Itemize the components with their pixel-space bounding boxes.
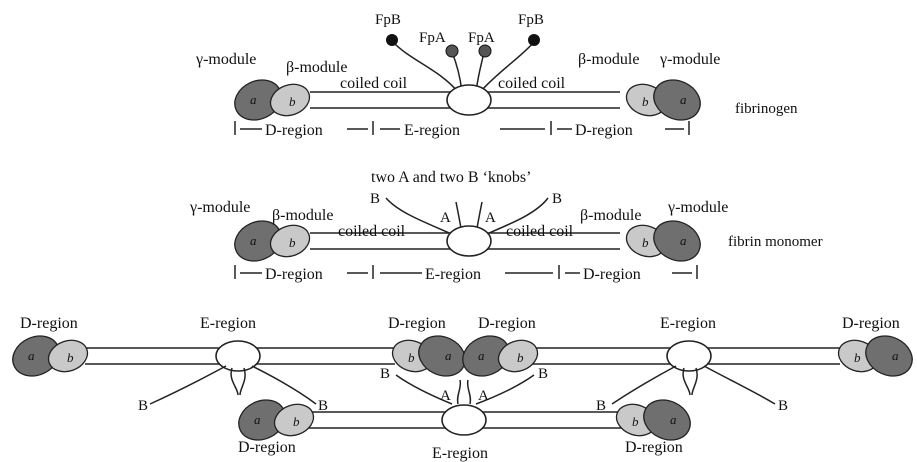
monomer-right-a: a — [680, 233, 687, 248]
fibrinogen-beta-left-label: β-module — [286, 59, 347, 76]
knob-a-right-label: A — [485, 210, 496, 226]
fibrinogen-left-b: b — [289, 94, 296, 109]
pf-d-bottom-right-label: D-region — [625, 439, 683, 456]
fibrin-monomer-molecule: a b b a two A and two B ‘knobs’ B A A B … — [189, 169, 823, 283]
fibrinogen-name-label: fibrinogen — [735, 101, 798, 117]
pf-a-left-stalk — [458, 380, 461, 404]
pf-far-left-b: b — [67, 350, 74, 365]
fibrinogen-left-a: a — [250, 92, 257, 107]
pf-d-bottom-left-label: D-region — [238, 439, 296, 456]
pf-bottom-left-a: a — [254, 412, 261, 427]
pf-bottom-right-b: b — [632, 414, 639, 429]
monomer-left-a: a — [250, 233, 257, 248]
pf-e-top-left-label: E-region — [200, 315, 256, 332]
pf-b-lower-right-label: B — [596, 398, 606, 414]
pf-far-right-a: a — [892, 348, 899, 363]
pf-a-left-label: A — [440, 388, 451, 404]
pf-tl-a-stalk-2 — [240, 368, 245, 395]
pf-b-far-right-label: B — [778, 398, 788, 414]
fpa-right-label: FpA — [468, 30, 495, 46]
fibrinogen-beta-right-label: β-module — [578, 51, 639, 68]
monomer-e-label: E-region — [425, 266, 481, 283]
pf-a-right-stalk — [468, 380, 471, 404]
monomer-left-b: b — [289, 235, 296, 250]
monomer-beta-right-label: β-module — [580, 207, 641, 224]
pf-e-bottom-label: E-region — [432, 445, 488, 462]
pf-d-top-mid-right-label: D-region — [478, 315, 536, 332]
fibrinogen-coil-left-label: coiled coil — [340, 75, 408, 92]
fpb-right-dot — [528, 34, 540, 46]
monomer-coil-left-label: coiled coil — [338, 223, 406, 240]
knob-a-left-label: A — [440, 210, 451, 226]
pf-e-top-right-label: E-region — [660, 315, 716, 332]
protofibril-assembly: a b b a a b b a a b b a D-region E-regio… — [6, 315, 917, 462]
pf-d-top-mid-left-label: D-region — [388, 315, 446, 332]
monomer-right-b: b — [642, 235, 649, 250]
monomer-right-gamma-module — [647, 214, 707, 269]
monomer-d-left-label: D-region — [265, 266, 323, 283]
pf-tr-a-stalk-2 — [692, 368, 697, 395]
monomer-gamma-left-label: γ-module — [189, 199, 250, 216]
knob-b-left-label: B — [370, 191, 380, 207]
fpb-left-label: FpB — [375, 12, 401, 28]
pf-b-far-left-label: B — [138, 398, 148, 414]
pf-mid-right-a: a — [478, 348, 485, 363]
fibrinogen-d-left-label: D-region — [265, 122, 323, 139]
pf-bottom-e-node — [442, 405, 486, 435]
pf-b-far-right-stalk — [704, 366, 775, 404]
monomer-e-region-node — [447, 226, 491, 256]
fpa-left-dot — [446, 45, 458, 57]
monomer-gamma-right-label: γ-module — [667, 199, 728, 216]
pf-bottom-left-b: b — [293, 414, 300, 429]
pf-b-lower-left-label: B — [318, 398, 328, 414]
pf-d-top-right-label: D-region — [842, 315, 900, 332]
pf-b-mid-left-label: B — [380, 366, 390, 382]
pf-b-mid-right-label: B — [538, 366, 548, 382]
pf-tl-a-stalk-1 — [231, 368, 238, 395]
pf-far-right-gamma-module — [859, 329, 917, 384]
fibrinogen-molecule: a b b a FpB FpA FpA FpB γ-module β-modul… — [195, 12, 798, 139]
knob-b-right-label: B — [552, 191, 562, 207]
pf-b-lower-left-stalk — [252, 366, 316, 404]
fibrinogen-e-region-node — [447, 85, 491, 115]
pf-bottom-right-a: a — [670, 412, 677, 427]
fibrinogen-d-right-label: D-region — [575, 122, 633, 139]
fpa-left-label: FpA — [419, 30, 446, 46]
pf-mid-left-a: a — [445, 348, 452, 363]
pf-far-left-a: a — [28, 348, 35, 363]
fibrin-monomer-name-label: fibrin monomer — [728, 234, 823, 250]
pf-mid-right-b: b — [517, 350, 524, 365]
fibrinogen-right-gamma-module — [647, 73, 707, 128]
fpa-right-dot — [479, 45, 491, 57]
fibrinogen-e-label: E-region — [404, 122, 460, 139]
fibrinogen-right-a: a — [680, 92, 687, 107]
fibrinogen-gamma-right-label: γ-module — [659, 51, 720, 68]
pf-tr-a-stalk-1 — [683, 368, 690, 395]
fibrinogen-gamma-left-label: γ-module — [195, 51, 256, 68]
fibrinogen-right-b: b — [642, 94, 649, 109]
monomer-d-right-label: D-region — [583, 266, 641, 283]
knobs-label: two A and two B ‘knobs’ — [371, 169, 531, 186]
monomer-beta-left-label: β-module — [272, 207, 333, 224]
fpb-right-label: FpB — [518, 12, 544, 28]
fibrinogen-coil-right-label: coiled coil — [498, 75, 566, 92]
pf-b-far-left-stalk — [150, 366, 226, 404]
pf-far-right-b: b — [854, 350, 861, 365]
pf-b-lower-right-stalk — [612, 366, 676, 404]
pf-mid-left-b: b — [408, 350, 415, 365]
pf-d-top-left-label: D-region — [20, 315, 78, 332]
monomer-coil-right-label: coiled coil — [506, 223, 574, 240]
pf-a-right-label: A — [478, 388, 489, 404]
fpb-left-dot — [386, 34, 398, 46]
